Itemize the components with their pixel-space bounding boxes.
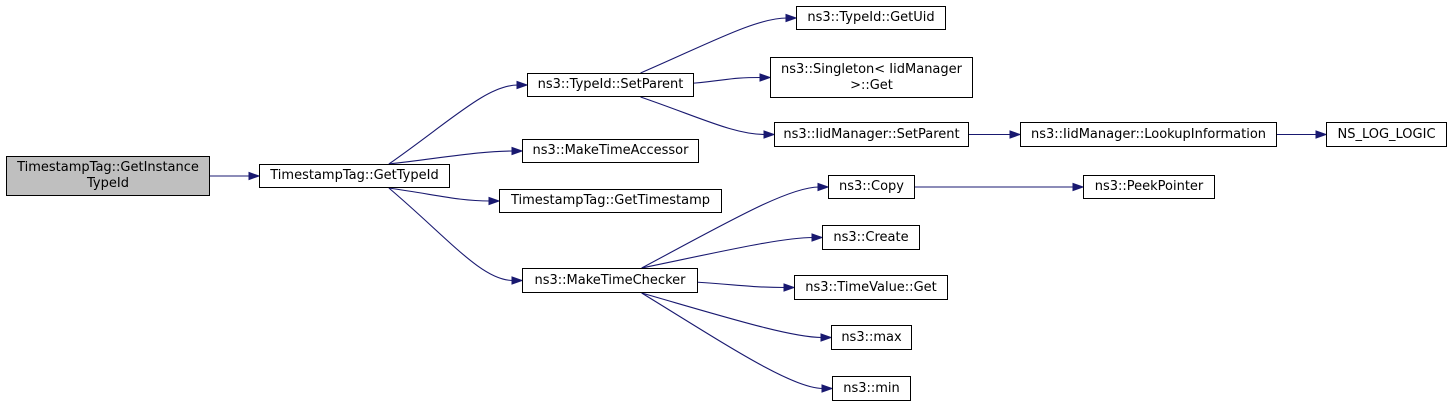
edge-arrowhead (820, 333, 833, 342)
node-max[interactable]: ns3::max (831, 325, 912, 350)
node-timestamptag-getinstancetypeid: TimestampTag::GetInstance TypeId (6, 156, 210, 196)
node-copy[interactable]: ns3::Copy (828, 175, 915, 199)
edge-arrowhead (488, 196, 501, 206)
edge-set_parent-to-singleton_get (693, 76, 762, 84)
node-maketimeaccessor[interactable]: ns3::MakeTimeAccessor (522, 139, 699, 163)
node-peekpointer[interactable]: ns3::PeekPointer (1083, 175, 1215, 199)
edge-set_parent-to-iid_set_parent (640, 96, 766, 136)
edge-set_parent-to-get_uid (640, 17, 788, 74)
edge-make_time_checker-to-min (641, 292, 824, 390)
node-timestamptag-gettypeid[interactable]: TimestampTag::GetTypeId (259, 164, 450, 188)
edge-arrowhead (511, 276, 524, 285)
node-min[interactable]: ns3::min (832, 376, 911, 401)
node-maketimechecker[interactable]: ns3::MakeTimeChecker (522, 268, 698, 293)
edge-arrowhead (811, 233, 824, 242)
edge-arrowhead (1315, 130, 1328, 139)
edge-arrowhead (783, 283, 796, 292)
edge-arrowhead (763, 130, 776, 139)
edge-arrowhead (821, 384, 834, 393)
edge-make_time_checker-to-create (641, 236, 814, 269)
edge-get_type_id-to-set_parent (388, 84, 519, 165)
node-timestamptag-gettimestamp[interactable]: TimestampTag::GetTimestamp (499, 189, 722, 213)
edge-arrowhead (817, 182, 830, 192)
edge-get_type_id-to-get_timestamp (388, 187, 491, 202)
edge-arrowhead (785, 13, 798, 23)
node-singleton-iidmanager-get[interactable]: ns3::Singleton< IidManager >::Get (770, 57, 973, 98)
node-typeid-setparent[interactable]: ns3::TypeId::SetParent (527, 73, 694, 97)
edge-get_type_id-to-make_time_accessor (388, 150, 514, 165)
edge-make_time_checker-to-max (641, 292, 823, 339)
edge-arrowhead (511, 146, 524, 156)
node-ns-log-logic[interactable]: NS_LOG_LOGIC (1326, 122, 1447, 147)
node-iidmanager-lookupinformation[interactable]: ns3::IidManager::LookupInformation (1020, 122, 1277, 147)
edge-make_time_checker-to-copy (641, 186, 820, 269)
edge-arrowhead (516, 80, 529, 90)
edge-arrowhead (248, 171, 261, 181)
edge-arrowhead (759, 73, 772, 82)
edge-arrowhead (1072, 182, 1085, 192)
edge-arrowhead (1009, 130, 1022, 139)
node-iidmanager-setparent[interactable]: ns3::IidManager::SetParent (774, 122, 969, 147)
node-typeid-getuid[interactable]: ns3::TypeId::GetUid (796, 6, 946, 30)
node-create[interactable]: ns3::Create (822, 225, 920, 250)
edge-get_type_id-to-make_time_checker (388, 187, 514, 282)
edge-make_time_checker-to-time_value_get (697, 281, 786, 289)
node-timevalue-get[interactable]: ns3::TimeValue::Get (794, 275, 948, 300)
